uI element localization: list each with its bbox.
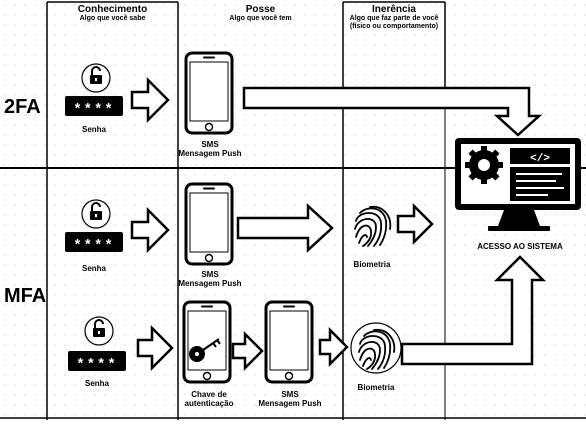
header-subtitle: Algo que você sabe <box>79 15 146 22</box>
arrow-right <box>236 203 334 253</box>
label-biometria: Biometria <box>357 383 395 392</box>
label-senha: Senha <box>84 379 109 388</box>
smartphone-icon <box>184 182 234 266</box>
smartphone-icon <box>182 300 232 384</box>
label-chave-line1: Chave de <box>191 390 227 399</box>
arrow-right <box>130 206 170 254</box>
label-sms: SMS Mensagem Push <box>250 390 330 408</box>
header-subtitle: Algo que faz parte de você <box>349 15 439 22</box>
password-field: **** <box>65 96 123 118</box>
lock-icon <box>81 63 111 93</box>
header-knowledge: Conhecimento Algo que você sabe <box>47 4 178 23</box>
password-field: **** <box>68 351 126 373</box>
password-field: **** <box>65 232 123 254</box>
arrow-to-system <box>242 86 543 137</box>
arrow-to-system <box>400 255 547 366</box>
label-sms: SMS Mensagem Push <box>170 140 250 158</box>
lock-icon <box>81 199 111 229</box>
label-sms-text: SMS <box>201 140 219 149</box>
arrow-right <box>136 324 174 372</box>
password-mask: **** <box>76 357 118 373</box>
header-inherence: Inerência Algo que faz parte de você (fí… <box>343 4 445 31</box>
label-acesso-sistema: ACESSO AO SISTEMA <box>477 242 563 251</box>
header-title: Posse <box>245 4 276 15</box>
header-title: Conhecimento <box>77 4 148 15</box>
password-mask: **** <box>73 238 115 254</box>
label-senha: Senha <box>81 125 106 134</box>
label-chave: Chave de autenticação <box>174 390 244 408</box>
label-sms-text: SMS <box>281 390 299 399</box>
arrow-right <box>318 326 349 368</box>
key-icon <box>189 338 221 362</box>
label-push-text: Mensagem Push <box>178 149 242 158</box>
header-subtitle: (físico ou comportamento) <box>349 23 439 30</box>
row-label-2fa: 2FA <box>4 96 41 118</box>
computer-icon: </> <box>455 138 581 231</box>
arrow-right <box>231 330 264 372</box>
header-title: Inerência <box>372 4 416 15</box>
password-mask: **** <box>73 102 115 118</box>
label-senha: Senha <box>81 264 106 273</box>
header-possession: Posse Algo que você tem <box>178 4 343 23</box>
lock-icon <box>84 316 114 346</box>
label-sms-text: SMS <box>201 270 219 279</box>
label-push-text: Mensagem Push <box>178 279 242 288</box>
label-push-text: Mensagem Push <box>258 399 322 408</box>
code-icon <box>510 148 570 164</box>
label-sms: SMS Mensagem Push <box>170 270 250 288</box>
label-biometria: Biometria <box>353 260 391 269</box>
label-chave-line2: autenticação <box>184 399 234 408</box>
smartphone-icon <box>184 51 234 135</box>
header-subtitle: Algo que você tem <box>229 15 292 22</box>
gear-icon <box>465 146 503 184</box>
arrow-right <box>130 76 170 124</box>
smartphone-icon <box>264 300 314 384</box>
svg-text:</>: </> <box>530 153 550 165</box>
fingerprint-icon <box>350 322 402 374</box>
row-label-mfa: MFA <box>4 285 47 307</box>
arrow-right <box>396 202 434 246</box>
